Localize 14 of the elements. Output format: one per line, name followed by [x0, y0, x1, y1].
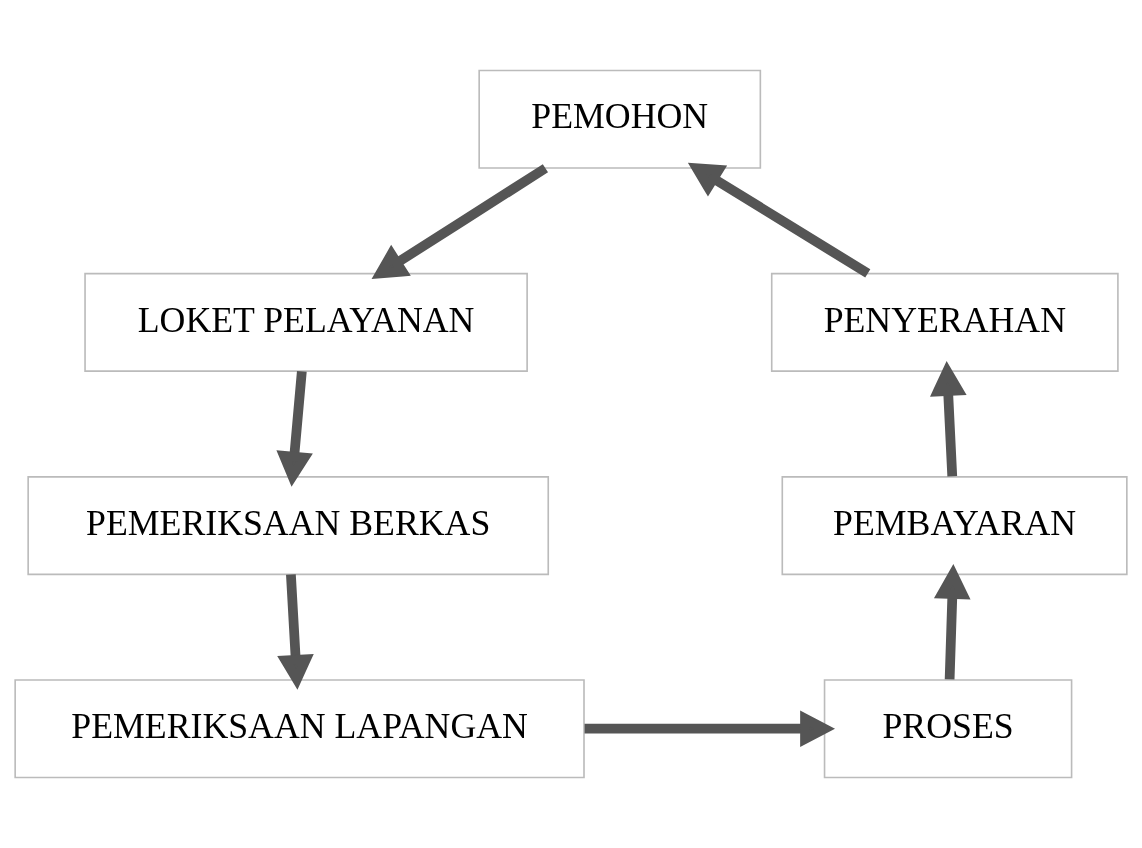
- node-box: PEMERIKSAAN BERKAS: [27, 476, 550, 576]
- node-box: PEMBAYARAN: [781, 476, 1128, 576]
- arrow: [584, 710, 835, 748]
- node-box: PROSES: [823, 679, 1073, 779]
- arrow: [687, 162, 871, 278]
- node-box: PENYERAHAN: [770, 272, 1119, 372]
- node-box: PEMERIKSAAN LAPANGAN: [14, 679, 585, 779]
- arrow: [933, 564, 971, 680]
- arrow: [276, 370, 313, 487]
- arrow: [930, 360, 967, 477]
- arrow: [277, 574, 314, 690]
- node-box: PEMOHON: [478, 69, 762, 169]
- arrow: [371, 164, 549, 280]
- node-box: LOKET PELAYANAN: [84, 272, 528, 372]
